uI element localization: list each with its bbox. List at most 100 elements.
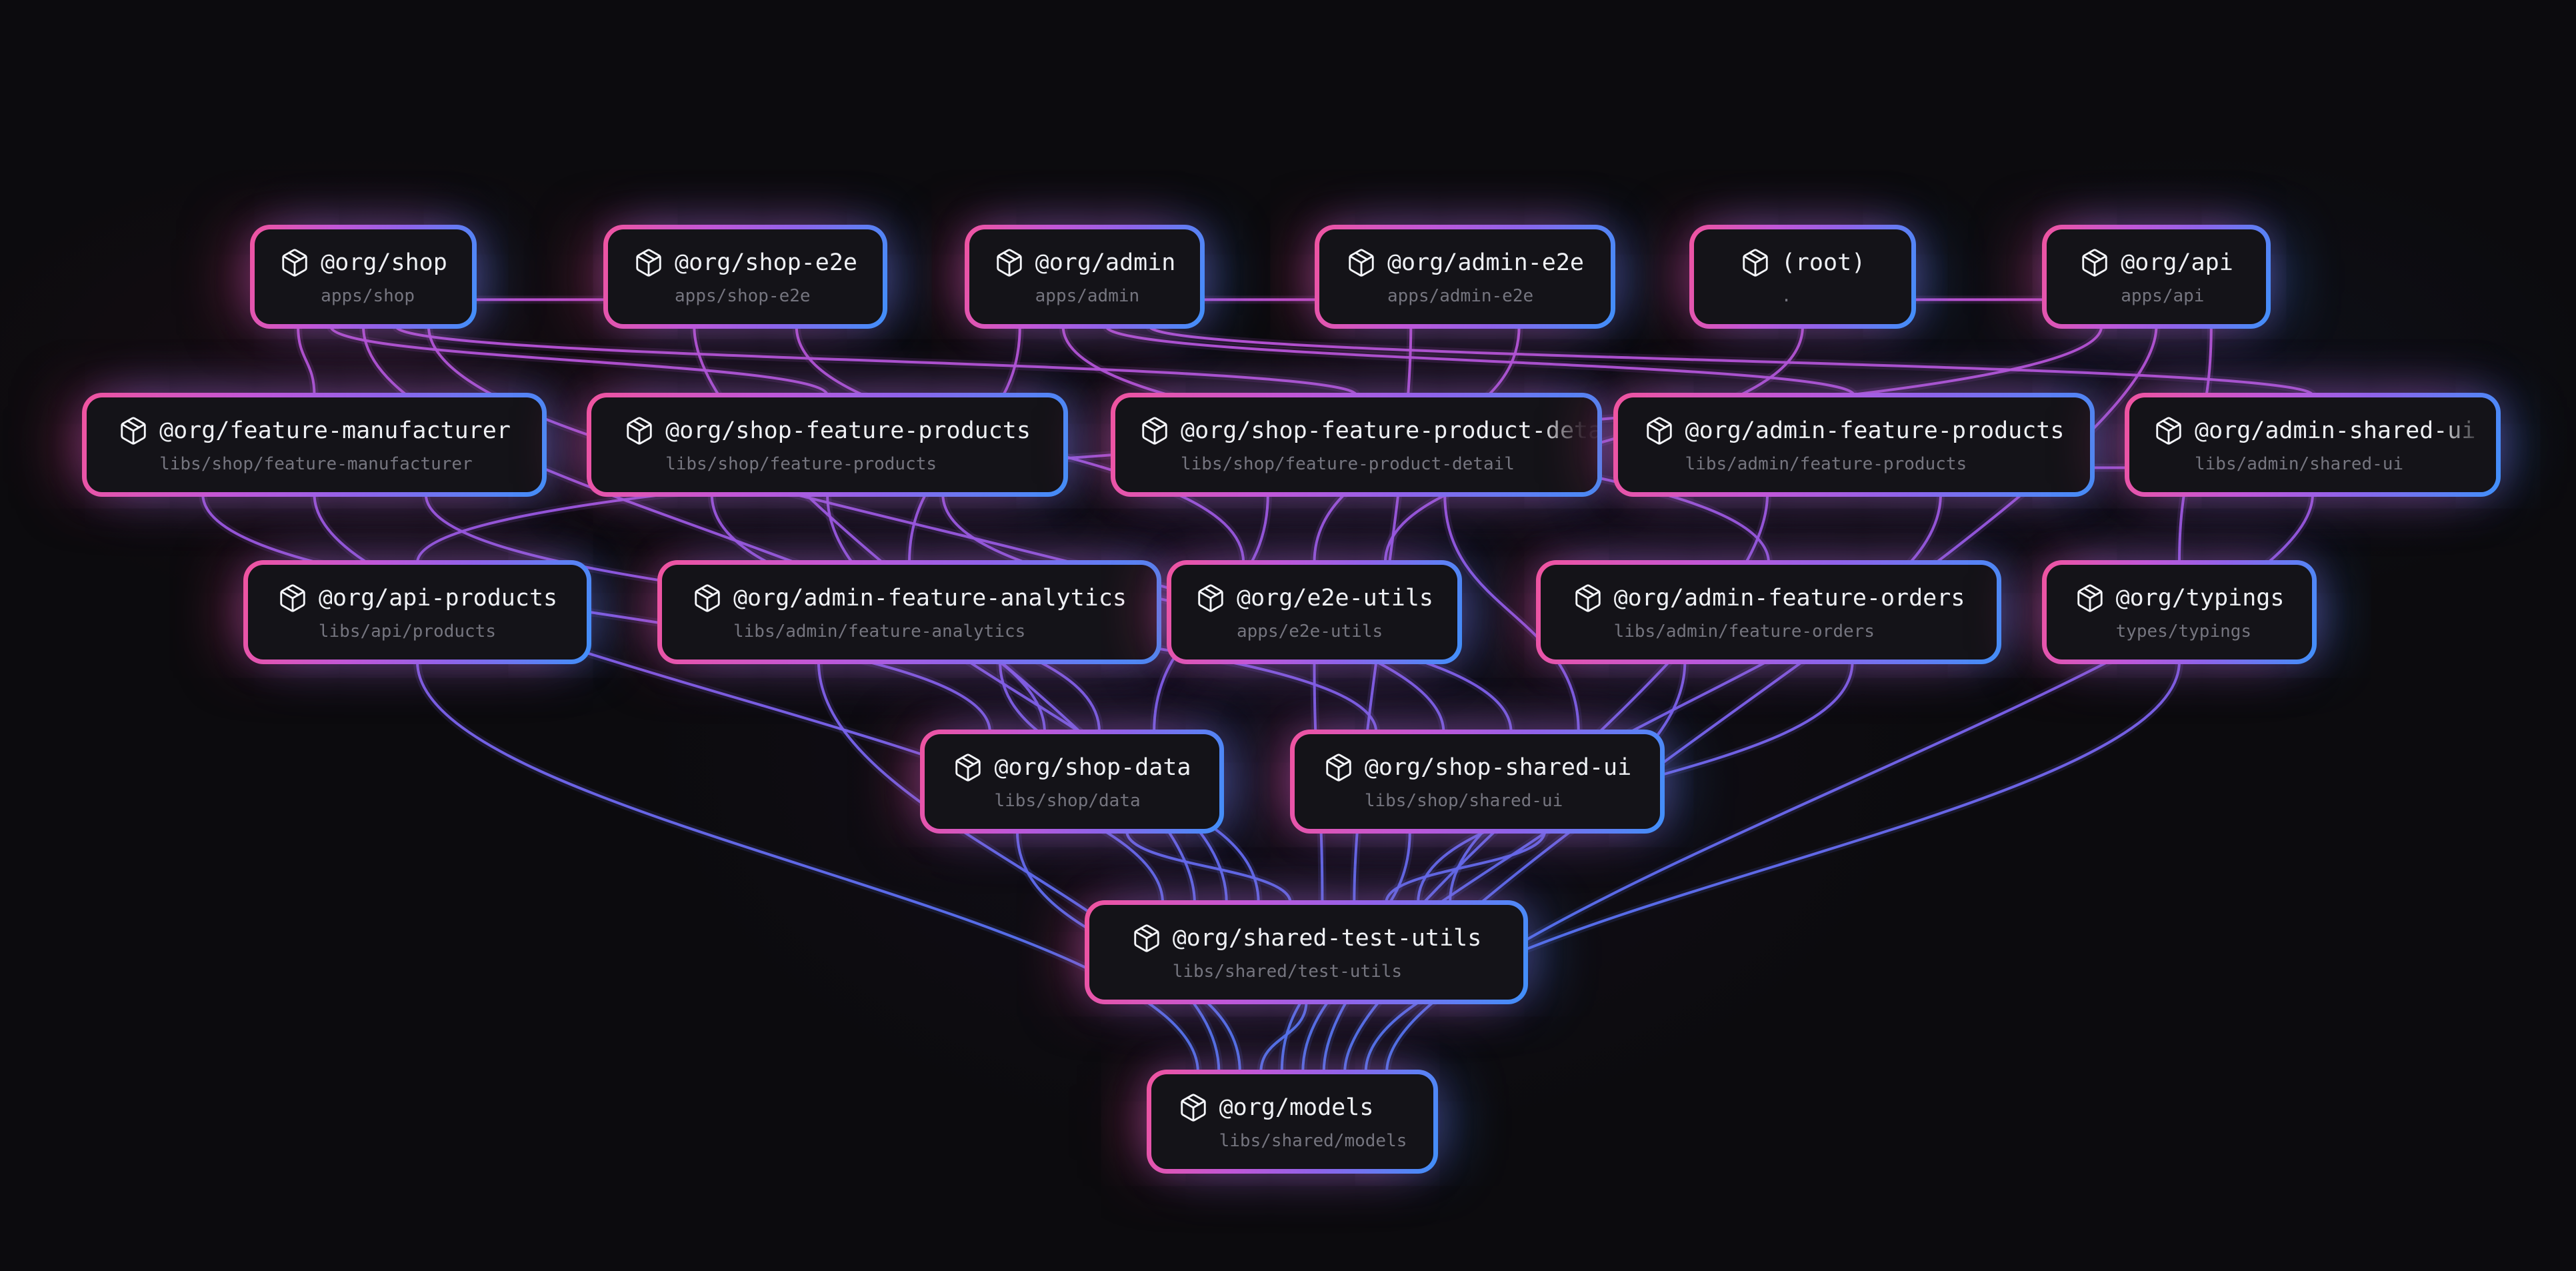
- graph-node-api-products[interactable]: @org/api-products libs/api/products: [243, 560, 591, 664]
- graph-node-typings[interactable]: @org/typings types/typings: [2042, 560, 2317, 664]
- package-icon: [955, 754, 981, 782]
- node-content: @org/admin-feature-products libs/admin/f…: [1644, 415, 2065, 474]
- dependency-edge: [1448, 493, 1942, 904]
- node-content: (root) .: [1740, 247, 1865, 306]
- node-title: @org/shop-data: [994, 754, 1191, 781]
- node-title: @org/admin-feature-orders: [1613, 585, 1965, 611]
- node-path: .: [1781, 286, 1792, 306]
- node-content: @org/shop-data libs/shop/data: [953, 752, 1191, 811]
- node-content: @org/admin apps/admin: [994, 247, 1176, 306]
- node-title: @org/feature-manufacturer: [159, 417, 511, 444]
- package-icon: [1646, 417, 1672, 445]
- dependency-edge: [201, 493, 991, 734]
- node-content: @org/api apps/api: [2079, 247, 2233, 306]
- node-path: libs/shared/test-utils: [1172, 962, 1403, 982]
- node-content: @org/admin-e2e apps/admin-e2e: [1346, 247, 1584, 306]
- node-content: @org/shop-feature-product-detail libs/sh…: [1139, 415, 1597, 474]
- dependency-edge: [394, 325, 1358, 397]
- graph-node-shop-shared-ui[interactable]: @org/shop-shared-ui libs/shop/shared-ui: [1290, 730, 1665, 834]
- node-path: apps/api: [2121, 286, 2205, 306]
- package-icon: [2082, 249, 2107, 277]
- package-icon: [1134, 924, 1159, 952]
- node-path: libs/shop/data: [994, 791, 1141, 811]
- graph-node-shop[interactable]: @org/shop apps/shop: [250, 225, 477, 329]
- node-path: types/typings: [2115, 621, 2252, 642]
- node-title: @org/api: [2121, 249, 2233, 276]
- dependency-edge: [1443, 493, 1580, 734]
- dependency-edge: [416, 660, 1199, 1074]
- node-title: @org/shop-feature-products: [665, 417, 1031, 444]
- node-path: apps/shop: [321, 286, 415, 306]
- node-path: libs/admin/feature-orders: [1613, 621, 1875, 642]
- node-title: @org/shop-shared-ui: [1364, 754, 1632, 781]
- node-path: libs/api/products: [318, 621, 496, 642]
- dependency-edge: [817, 660, 1221, 1074]
- node-title: @org/admin: [1035, 249, 1176, 276]
- node-path: apps/e2e-utils: [1237, 621, 1383, 642]
- node-content: @org/models libs/shared/models: [1178, 1092, 1407, 1151]
- package-icon: [1142, 417, 1167, 445]
- node-path: apps/admin-e2e: [1387, 286, 1534, 306]
- node-path: libs/admin/feature-analytics: [733, 621, 1026, 642]
- graph-node-root[interactable]: (root) .: [1689, 225, 1916, 329]
- node-path: libs/shop/feature-products: [665, 454, 937, 474]
- package-icon: [1180, 1094, 1206, 1122]
- graph-node-models[interactable]: @org/models libs/shared/models: [1147, 1070, 1438, 1174]
- node-title: @org/admin-e2e: [1387, 249, 1584, 276]
- dependency-edge: [427, 325, 1445, 734]
- node-path: libs/admin/feature-products: [1685, 454, 1967, 474]
- package-icon: [282, 249, 307, 277]
- graph-node-shop-e2e[interactable]: @org/shop-e2e apps/shop-e2e: [603, 225, 887, 329]
- dependency-edge: [313, 493, 1165, 904]
- package-icon: [695, 584, 720, 612]
- package-icon: [121, 417, 146, 445]
- graph-node-admin-feature-analytics[interactable]: @org/admin-feature-analytics libs/admin/…: [657, 560, 1161, 664]
- graph-node-shop-data[interactable]: @org/shop-data libs/shop/data: [920, 730, 1224, 834]
- node-title: @org/shop-e2e: [675, 249, 857, 276]
- package-icon: [1743, 249, 1768, 277]
- node-content: @org/shop-feature-products libs/shop/fea…: [624, 415, 1031, 474]
- node-path: libs/shop/feature-manufacturer: [159, 454, 473, 474]
- dependency-edge: [1148, 325, 2314, 397]
- node-content: @org/shop apps/shop: [279, 247, 447, 306]
- node-content: @org/api-products libs/api/products: [277, 583, 557, 642]
- dependency-edge: [1313, 660, 1324, 904]
- dependency-edge: [1364, 660, 2181, 1074]
- node-path: libs/admin/shared-ui: [2195, 454, 2404, 474]
- graph-node-admin-feature-products[interactable]: @org/admin-feature-products libs/admin/f…: [1613, 393, 2095, 497]
- dependency-edge: [1105, 325, 1855, 397]
- graph-node-e2e-utils[interactable]: @org/e2e-utils apps/e2e-utils: [1167, 560, 1462, 664]
- package-icon: [627, 417, 652, 445]
- dependency-edge: [297, 325, 316, 397]
- graph-node-admin-feature-orders[interactable]: @org/admin-feature-orders libs/admin/fea…: [1536, 560, 2001, 664]
- node-title: @org/admin-shared-ui: [2195, 417, 2476, 444]
- node-content: @org/shop-e2e apps/shop-e2e: [633, 247, 857, 306]
- package-icon: [996, 249, 1022, 277]
- node-title: @org/typings: [2115, 585, 2285, 611]
- node-title: @org/api-products: [318, 585, 558, 611]
- graph-node-api[interactable]: @org/api apps/api: [2042, 225, 2271, 329]
- dependency-edge: [1125, 830, 1292, 904]
- node-path: libs/shop/feature-product-detail: [1181, 454, 1515, 474]
- dependency-edge: [1385, 830, 1547, 904]
- package-icon: [1575, 584, 1601, 612]
- graph-node-admin-e2e[interactable]: @org/admin-e2e apps/admin-e2e: [1315, 225, 1615, 329]
- node-title: @org/e2e-utils: [1237, 585, 1434, 611]
- node-title: @org/shop: [321, 249, 447, 276]
- node-content: @org/feature-manufacturer libs/shop/feat…: [118, 415, 511, 474]
- node-title: @org/admin-feature-products: [1685, 417, 2065, 444]
- node-title: @org/admin-feature-analytics: [733, 585, 1127, 611]
- graph-node-feature-manufacturer[interactable]: @org/feature-manufacturer libs/shop/feat…: [82, 393, 547, 497]
- package-icon: [1198, 584, 1223, 612]
- node-title: @org/shared-test-utils: [1172, 925, 1482, 952]
- node-content: @org/e2e-utils apps/e2e-utils: [1195, 583, 1433, 642]
- graph-node-admin[interactable]: @org/admin apps/admin: [965, 225, 1205, 329]
- package-icon: [2077, 584, 2103, 612]
- graph-node-shared-test-utils[interactable]: @org/shared-test-utils libs/shared/test-…: [1085, 900, 1528, 1004]
- node-content: @org/admin-feature-orders libs/admin/fea…: [1573, 583, 1965, 642]
- node-content: @org/typings types/typings: [2075, 583, 2285, 642]
- graph-node-shop-feature-product-detail[interactable]: @org/shop-feature-product-detail libs/sh…: [1111, 393, 1602, 497]
- graph-node-admin-shared-ui[interactable]: @org/admin-shared-ui libs/admin/shared-u…: [2125, 393, 2501, 497]
- graph-node-shop-feature-products[interactable]: @org/shop-feature-products libs/shop/fea…: [587, 393, 1068, 497]
